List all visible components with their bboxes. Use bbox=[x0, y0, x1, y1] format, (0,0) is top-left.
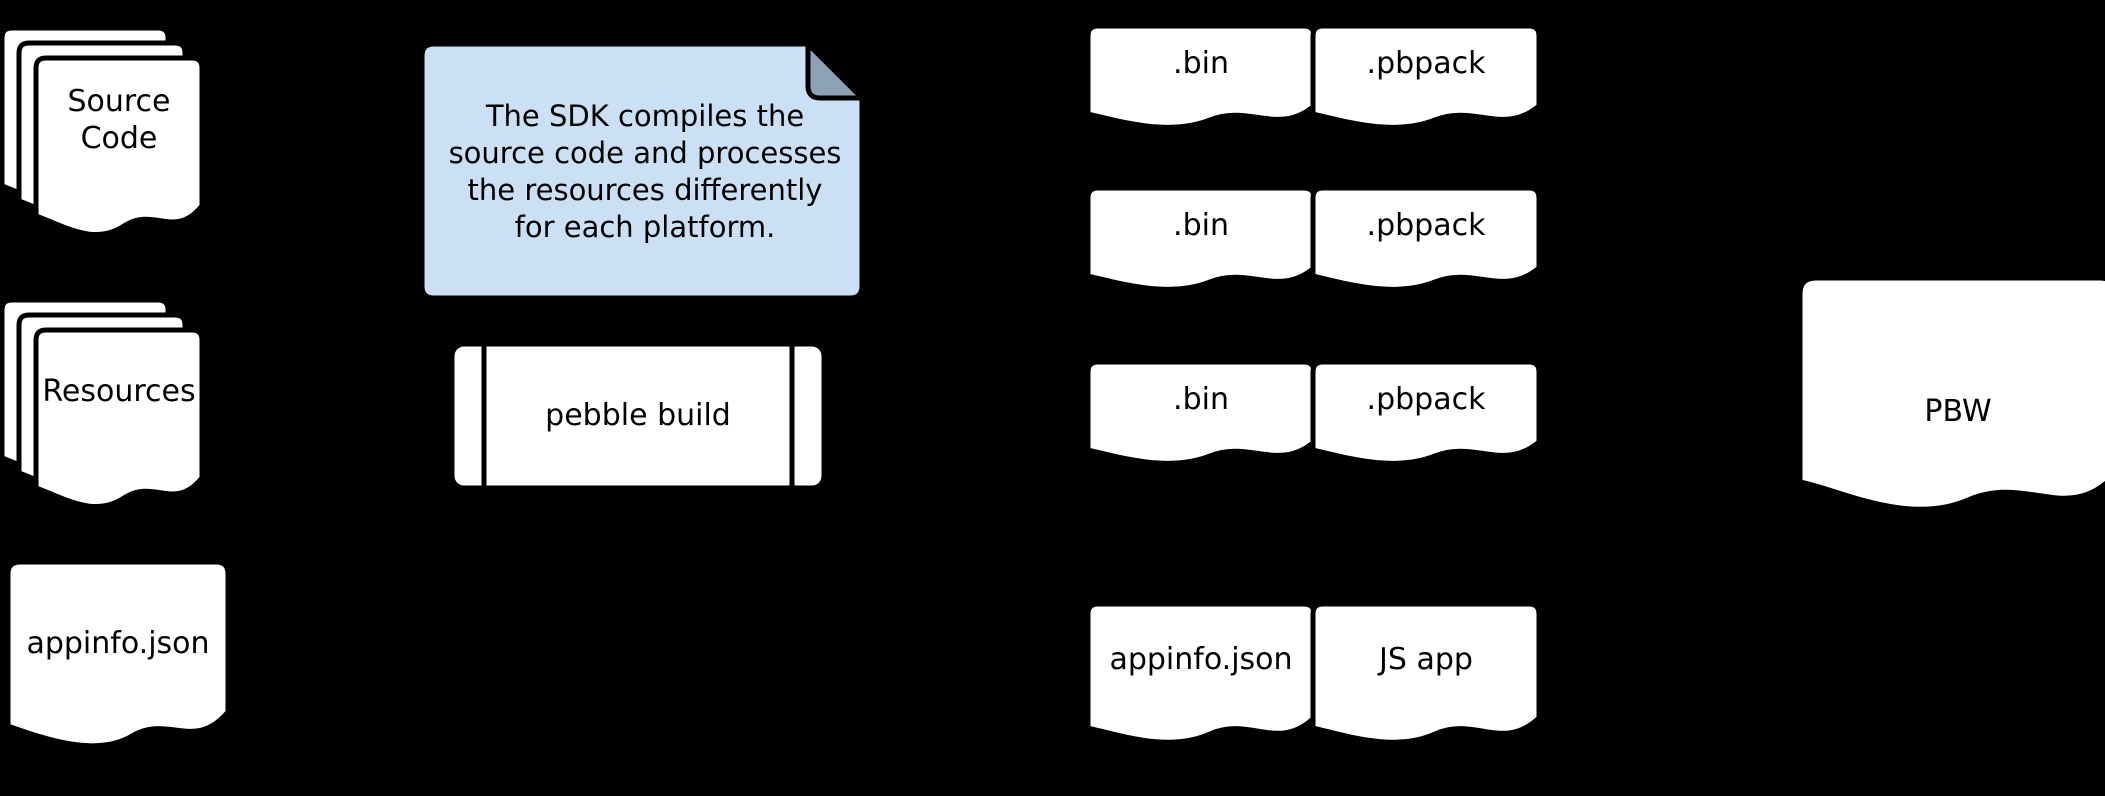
node-output-appinfo[interactable]: appinfo.json bbox=[1085, 601, 1324, 754]
output-bin-2-shape bbox=[1085, 185, 1317, 292]
node-source-code[interactable]: Source Code bbox=[2, 28, 228, 268]
output-js-app-shape bbox=[1310, 601, 1542, 745]
output-pbpack-3-shape bbox=[1310, 359, 1542, 466]
sdk-note-shape bbox=[419, 41, 865, 301]
node-sdk-note[interactable]: The SDK compiles the source code and pro… bbox=[416, 38, 876, 304]
pebble-build-shape bbox=[449, 341, 827, 491]
node-output-pbpack-3[interactable]: .pbpack bbox=[1310, 359, 1549, 472]
resources-shape bbox=[2, 300, 228, 540]
node-output-pbpack-1[interactable]: .pbpack bbox=[1310, 23, 1549, 136]
node-resources[interactable]: Resources bbox=[2, 300, 228, 540]
pbw-shape bbox=[1797, 275, 2105, 512]
node-appinfo-input[interactable]: appinfo.json bbox=[5, 559, 238, 772]
node-output-bin-1[interactable]: .bin bbox=[1085, 23, 1324, 136]
appinfo-input-shape bbox=[5, 559, 231, 749]
note-fold-corner bbox=[805, 41, 865, 101]
node-pbw[interactable]: PBW bbox=[1797, 275, 2105, 546]
node-output-bin-2[interactable]: .bin bbox=[1085, 185, 1324, 298]
output-pbpack-2-shape bbox=[1310, 185, 1542, 292]
node-pebble-build[interactable]: pebble build bbox=[448, 340, 830, 492]
output-bin-1-shape bbox=[1085, 23, 1317, 130]
node-output-pbpack-2[interactable]: .pbpack bbox=[1310, 185, 1549, 298]
node-output-js-app[interactable]: JS app bbox=[1310, 601, 1549, 754]
node-output-bin-3[interactable]: .bin bbox=[1085, 359, 1324, 472]
source-code-shape bbox=[2, 28, 228, 268]
output-bin-3-shape bbox=[1085, 359, 1317, 466]
output-appinfo-shape bbox=[1085, 601, 1317, 745]
output-pbpack-1-shape bbox=[1310, 23, 1542, 130]
